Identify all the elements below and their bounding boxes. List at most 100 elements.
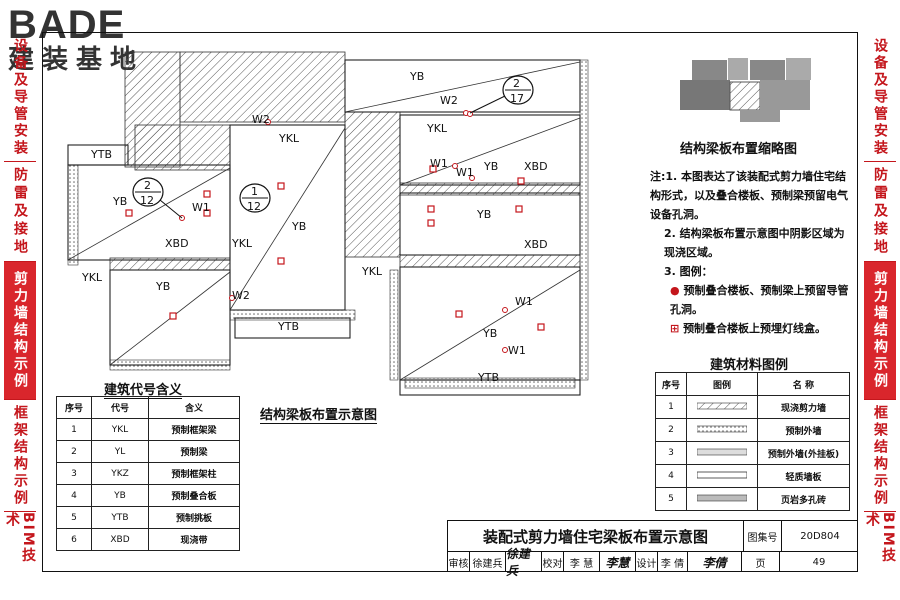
title-block: 装配式剪力墙住宅梁板布置示意图 图集号 20D804 审核 徐建兵 徐建兵 校对…	[447, 520, 858, 578]
checker-signature: 李慧	[600, 552, 636, 572]
sidebar-item-bim[interactable]: BIM技术	[864, 512, 896, 572]
page-number: 49	[812, 556, 826, 568]
drawing-frame	[42, 32, 858, 572]
label-w1: W1	[192, 201, 210, 214]
cell: 5	[56, 506, 92, 529]
reviewer-name: 徐建兵	[470, 552, 506, 572]
sidebar-item-frame[interactable]: 框架结构示例	[864, 400, 896, 512]
cell: 3	[56, 462, 92, 485]
cell: YL	[91, 440, 149, 463]
room-outlines	[67, 59, 581, 396]
light-box-icon: ⊞	[670, 322, 680, 335]
callout-den: 12	[140, 194, 154, 207]
label-ykl: YKL	[232, 237, 253, 250]
label-w2: W2	[252, 113, 270, 126]
thumbnail-map	[680, 58, 811, 122]
atlas-number: 20D804	[800, 530, 840, 542]
cell: 6	[56, 528, 92, 551]
sidebar-item-lightning[interactable]: 防雷及接地	[4, 162, 36, 262]
callout-num: 2	[513, 77, 520, 90]
sidebar-item-lightning[interactable]: 防雷及接地	[864, 162, 896, 262]
label-w2: W2	[440, 94, 458, 107]
label-xbd: XBD	[524, 160, 548, 173]
cell: 2	[655, 418, 687, 442]
cell: 1	[56, 418, 92, 441]
cell: YKZ	[91, 462, 149, 485]
sidebar-item-bim[interactable]: BIM技术	[4, 512, 36, 572]
cell: 预制挑板	[148, 506, 240, 529]
swatch-cast-wall	[686, 395, 758, 419]
slab-diagonals	[67, 61, 581, 381]
cell: 预制框架梁	[148, 418, 240, 441]
table-header-row: 序号 图例 名 称	[655, 372, 850, 396]
review-label: 审核	[448, 552, 470, 572]
materials-table-title: 建筑材料图例	[710, 358, 789, 373]
cell: 3	[655, 441, 687, 465]
swatch-light-panel	[686, 464, 758, 488]
callout-num: 2	[144, 179, 151, 192]
label-w2: W2	[232, 289, 250, 302]
header-cell: 图例	[686, 372, 758, 396]
swatch-brick	[686, 487, 758, 511]
sidebar-item-equipment[interactable]: 设备及导管安装	[4, 34, 36, 162]
check-label: 校对	[542, 552, 564, 572]
cell: 轻质墙板	[757, 464, 850, 488]
sidebar-item-equipment[interactable]: 设备及导管安装	[864, 34, 896, 162]
sidebar-item-label: BIM技术	[4, 512, 36, 564]
label-yb: YB	[483, 327, 498, 340]
sidebar-item-shearwall[interactable]: 剪力墙结构示例	[864, 262, 896, 400]
header-cell: 名 称	[757, 372, 850, 396]
sidebar-left: 设备及导管安装 防雷及接地 剪力墙结构示例 框架结构示例 BIM技术	[4, 34, 36, 572]
drawing-title: 装配式剪力墙住宅梁板布置示意图	[448, 521, 744, 551]
cell: 现浇带	[148, 528, 240, 551]
header-cell: 含义	[148, 396, 240, 419]
note-3: 3. 图例：	[664, 265, 713, 278]
note-1: 注:1. 本图表达了该装配式剪力墙住宅结构形式，以及叠合楼板、预制梁预留电气设备…	[650, 170, 848, 221]
label-ykl: YKL	[427, 122, 448, 135]
label-ytb: YTB	[478, 371, 499, 384]
page-label: 页	[742, 552, 780, 572]
cast-in-place-areas	[109, 51, 581, 271]
legend-conduit-text: 预制叠合楼板、预制梁上预留导管孔洞。	[670, 284, 849, 316]
label-w1: W1	[515, 295, 533, 308]
notes-block: 注:1. 本图表达了该装配式剪力墙住宅结构形式，以及叠合楼板、预制梁预留电气设备…	[650, 167, 855, 338]
cell: YB	[91, 484, 149, 507]
cell: 2	[56, 440, 92, 463]
cell: XBD	[91, 528, 149, 551]
design-label: 设计	[636, 552, 658, 572]
label-ytb: YTB	[278, 320, 299, 333]
logo-brand: BADE	[8, 3, 126, 47]
label-ykl: YKL	[82, 271, 103, 284]
sidebar-item-label: 设备及导管安装	[872, 38, 888, 157]
note-2: 2. 结构梁板布置示意图中阴影区域为现浇区域。	[664, 227, 845, 259]
label-w1: W1	[456, 166, 474, 179]
label-yb: YB	[477, 208, 492, 221]
thumbnail-title: 结构梁板布置缩略图	[680, 142, 798, 157]
sidebar-item-frame[interactable]: 框架结构示例	[4, 400, 36, 512]
cell: 1	[655, 395, 687, 419]
designer-name: 李 倩	[658, 552, 688, 572]
sidebar-item-label: 剪力墙结构示例	[872, 271, 888, 390]
label-xbd: XBD	[165, 237, 189, 250]
callout-leaders	[135, 89, 531, 219]
label-yb: YB	[156, 280, 171, 293]
swatch-hanging-panel	[686, 441, 758, 465]
cell: 预制梁	[148, 440, 240, 463]
table-header-row: 序号 代号 含义	[56, 396, 240, 419]
sidebar-item-label: BIM技术	[864, 512, 896, 564]
cell: 4	[56, 484, 92, 507]
callout-den: 17	[510, 92, 524, 105]
label-ytb: YTB	[91, 148, 112, 161]
sidebar-item-label: 设备及导管安装	[12, 38, 28, 157]
sidebar-item-shearwall[interactable]: 剪力墙结构示例	[4, 262, 36, 400]
